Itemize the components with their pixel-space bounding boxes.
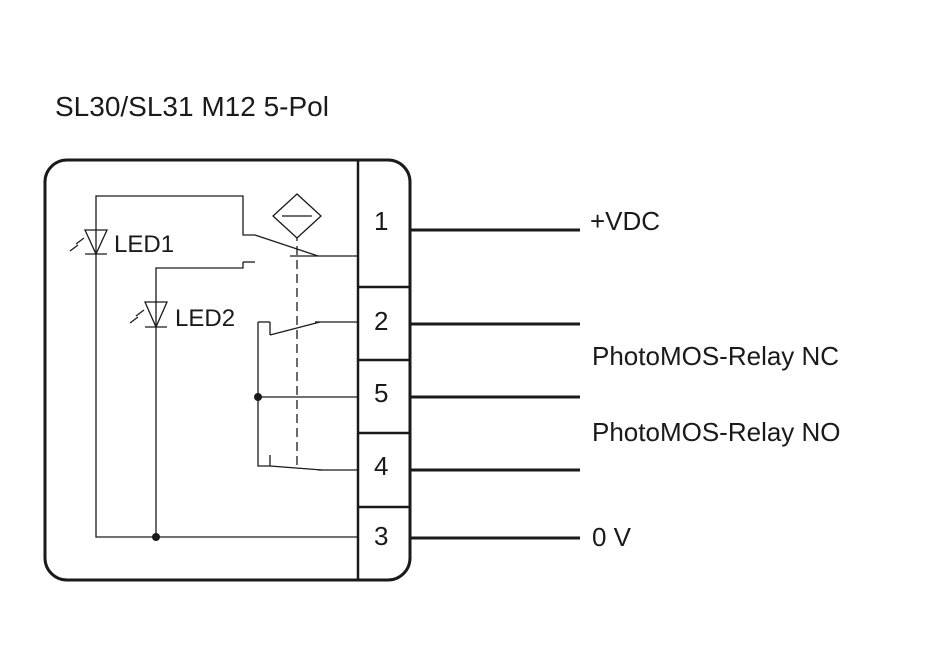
- diagram-title: SL30/SL31 M12 5-Pol: [55, 91, 329, 122]
- led1-label: LED1: [114, 231, 174, 258]
- led1-icon: [69, 229, 109, 256]
- pin-5-label: 5: [374, 378, 388, 408]
- sensor-housing: [43, 158, 412, 582]
- junction-dot: [152, 533, 160, 541]
- terminal-block: [356, 161, 410, 579]
- led2-icon: [129, 301, 168, 329]
- led2-label: LED2: [175, 305, 235, 332]
- internal-wiring: [95, 195, 358, 538]
- signal-relay-no-label: PhotoMOS-Relay NO: [592, 417, 841, 447]
- sensor-icon: [272, 193, 322, 239]
- pin-3-label: 3: [374, 521, 388, 551]
- pin-4-label: 4: [374, 451, 388, 481]
- signal-zero-v-label: 0 V: [592, 522, 632, 552]
- signal-vdc-label: +VDC: [590, 206, 660, 236]
- relay-contacts: [254, 234, 323, 471]
- junction-dot: [254, 393, 262, 401]
- pin-1-label: 1: [374, 206, 388, 236]
- pin-2-label: 2: [374, 306, 388, 336]
- signal-relay-nc-label: PhotoMOS-Relay NC: [592, 341, 839, 371]
